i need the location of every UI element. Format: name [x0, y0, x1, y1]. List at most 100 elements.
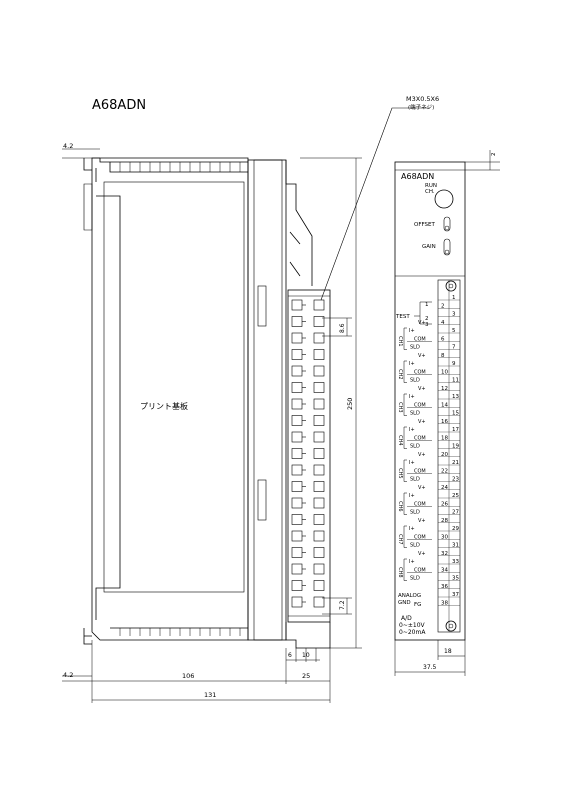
- terminal-tooth: [291, 415, 303, 426]
- channel-groups: V+I+COMSLDCH1V+I+COMSLDCH2V+I+COMSLDCH3V…: [397, 320, 432, 582]
- terminal-tooth: [291, 349, 303, 360]
- screw-callout: M3X0.5X6: [406, 95, 439, 103]
- side-view: M3X0.5X6 (端子ネジ) プリント基板: [83, 95, 439, 649]
- terminal-tooth: [291, 596, 303, 608]
- panel-title: A68ADN: [401, 172, 434, 181]
- iplus-label: I+: [409, 427, 415, 433]
- terminal-tooth: [313, 431, 325, 443]
- terminal-tooth: [313, 415, 325, 426]
- front-dimensions: 2 18 37.5: [394, 150, 500, 676]
- terminal-tooth: [313, 547, 325, 558]
- terminal-tooth: [291, 464, 303, 476]
- side-dimensions: 4.2 250 8.6 7.2 6 10 4.2 106 25 131: [62, 142, 362, 703]
- terminal-number: 33: [452, 559, 459, 565]
- terminal-number: 35: [452, 576, 459, 582]
- dim-height: 250: [346, 398, 354, 410]
- screw-note: (端子ネジ): [408, 103, 434, 111]
- range-i-label: 0~20mA: [399, 629, 426, 636]
- com-label: COM: [414, 534, 426, 540]
- terminal-tooth: [291, 431, 303, 443]
- vplus-label: V+: [418, 353, 426, 359]
- offset-label: OFFSET: [414, 222, 436, 228]
- terminal-number: 17: [452, 427, 459, 433]
- terminal-tooth: [313, 448, 325, 459]
- channel-label: CH1: [397, 336, 403, 346]
- terminal-number: 10: [441, 369, 448, 375]
- channel-label: CH7: [397, 534, 403, 544]
- vplus-label: V+: [418, 386, 426, 392]
- com-label: COM: [414, 336, 426, 342]
- channel-label: CH6: [397, 501, 403, 511]
- run-label: RUN: [425, 183, 437, 189]
- dim-terminal-pitch: 8.6: [339, 323, 346, 333]
- terminal-tooth: [291, 382, 303, 393]
- sld-label: SLD: [410, 477, 420, 483]
- terminal-number: 31: [452, 543, 459, 549]
- bottom-screw-icon: [445, 620, 457, 632]
- terminal-tooth: [313, 596, 325, 608]
- terminal-tooth: [291, 481, 303, 492]
- vplus-label: V+: [418, 419, 426, 425]
- dim-37-5: 37.5: [423, 664, 437, 671]
- terminal-tooth: [313, 365, 325, 377]
- terminal-tooth: [291, 514, 303, 525]
- terminal-number: 20: [441, 452, 448, 458]
- test-label: TEST: [395, 314, 410, 320]
- vplus-label: V+: [418, 551, 426, 557]
- iplus-label: I+: [409, 361, 415, 367]
- terminal-number: 27: [452, 510, 459, 516]
- terminal-rows: 1234567891011121314151617181920212223242…: [438, 295, 460, 606]
- terminal-tooth: [291, 580, 303, 591]
- terminal-tooth: [313, 530, 325, 542]
- terminal-number: 28: [441, 518, 448, 524]
- dim-6: 6: [288, 652, 292, 659]
- top-screw-icon: [445, 280, 457, 292]
- vplus-label: V+: [418, 518, 426, 524]
- com-label: COM: [414, 369, 426, 375]
- channel-label: CH8: [397, 567, 403, 577]
- terminal-tooth: [313, 464, 325, 476]
- com-label: COM: [414, 501, 426, 507]
- iplus-label: I+: [409, 394, 415, 400]
- analog-gnd-label-1: ANALOG: [398, 593, 421, 599]
- dim-18: 18: [444, 648, 452, 655]
- terminal-number: 16: [441, 419, 448, 425]
- channel-label: CH5: [397, 468, 403, 478]
- terminal-tooth: [291, 365, 303, 377]
- dim-bottom-offset: 4.2: [63, 671, 73, 679]
- range-v-label: 0~±10V: [399, 622, 426, 629]
- test-pin-2: 2: [425, 316, 429, 322]
- terminal-number: 37: [452, 592, 459, 598]
- vplus-label: V+: [418, 452, 426, 458]
- terminal-tooth: [313, 349, 325, 360]
- terminal-tooth: [313, 382, 325, 393]
- dim-106: 106: [182, 672, 194, 680]
- sld-label: SLD: [410, 576, 420, 582]
- terminal-number: 11: [452, 378, 459, 384]
- terminal-number: 5: [452, 328, 456, 334]
- vplus-label: V+: [418, 485, 426, 491]
- terminal-tooth: [313, 332, 325, 344]
- terminal-number: 1: [452, 295, 456, 301]
- terminal-teeth: [291, 299, 325, 608]
- terminal-tooth: [291, 332, 303, 344]
- test-pin-3: 3: [425, 322, 429, 328]
- terminal-number: 8: [441, 353, 445, 359]
- terminal-tooth: [291, 563, 303, 575]
- terminal-number: 34: [441, 567, 448, 573]
- terminal-number: 4: [441, 320, 445, 326]
- front-view: A68ADN RUN CH. OFFSET GAIN 1234567891011…: [394, 161, 466, 641]
- terminal-tooth: [313, 481, 325, 492]
- iplus-label: I+: [409, 559, 415, 565]
- iplus-label: I+: [409, 526, 415, 532]
- gain-label: GAIN: [422, 244, 436, 250]
- terminal-number: 29: [452, 526, 459, 532]
- terminal-number: 38: [441, 600, 448, 606]
- dim-131: 131: [204, 691, 216, 699]
